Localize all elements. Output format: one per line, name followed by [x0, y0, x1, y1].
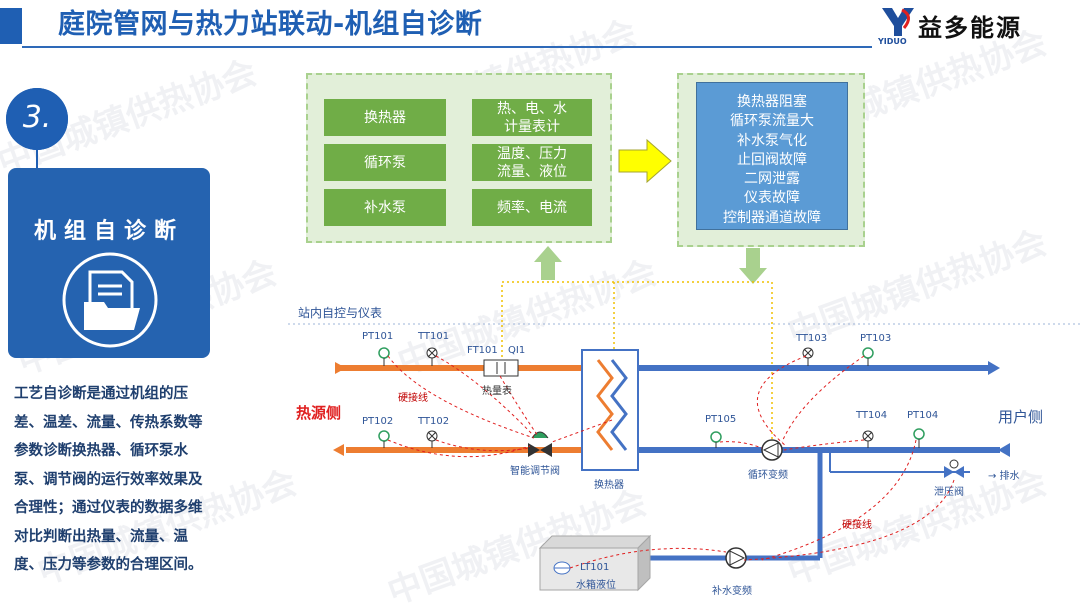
- circ-pump-label: 循环变频: [748, 470, 788, 481]
- drain-label: → 排水: [988, 471, 1020, 482]
- page-title: 庭院管网与热力站联动-机组自诊断: [58, 9, 483, 40]
- company-name: 益多能源: [918, 14, 1022, 42]
- device-heat-exchanger: 换热器: [324, 99, 446, 136]
- title-underline: [22, 46, 872, 48]
- label-tt103: TT103: [796, 333, 828, 344]
- fault-list: 换热器阻塞 循环泵流量大 补水泵气化 止回阀故障 二网泄露 仪表故障 控制器通道…: [696, 82, 848, 230]
- heat-exchanger-label: 换热器: [594, 480, 624, 491]
- hardwire-label: 硬接线: [842, 520, 872, 531]
- fault-item: 二网泄露: [744, 171, 800, 188]
- label-tt101: TT101: [418, 331, 450, 342]
- fault-item: 循环泵流量大: [730, 113, 814, 130]
- fault-item: 止回阀故障: [737, 151, 807, 168]
- measure-meters: 热、电、水 计量表计: [472, 99, 592, 136]
- section-title: 机组自诊断: [33, 219, 184, 244]
- title-accent-bar: [0, 8, 22, 44]
- heat-source-label: 热源侧: [296, 404, 342, 422]
- relief-valve-label: 泄压阀: [934, 487, 964, 498]
- makeup-pump-label: 补水变频: [712, 586, 752, 597]
- measure-frequency-current: 频率、电流: [472, 189, 592, 226]
- company-logo-icon: [882, 8, 914, 36]
- section-label: 站内自控与仪表: [298, 306, 383, 320]
- logo-subtext: YIDUO: [878, 37, 907, 46]
- label-pt103: PT103: [860, 333, 892, 344]
- label-pt101: PT101: [362, 331, 394, 342]
- fault-item: 补水泵气化: [737, 132, 807, 149]
- label-pt104: PT104: [907, 410, 939, 421]
- label-pt102: PT102: [362, 416, 394, 427]
- fault-item: 控制器通道故障: [723, 209, 821, 226]
- document-folder-icon: [62, 252, 158, 348]
- label-qi1: QI1: [508, 345, 526, 356]
- hardwire-label: 硬接线: [398, 393, 428, 404]
- device-circulation-pump: 循环泵: [324, 144, 446, 181]
- measure-temp-pressure: 温度、压力 流量、液位: [472, 144, 592, 181]
- fault-item: 换热器阻塞: [737, 94, 807, 110]
- label-ft101: FT101: [467, 345, 498, 356]
- down-arrow-icon: [739, 248, 767, 284]
- heat-meter-label: 热量表: [482, 386, 512, 397]
- section-description: 工艺自诊断是通过机组的压差、温差、流量、传热系数等参数诊断换热器、循环泵水泵、调…: [14, 386, 203, 573]
- label-lt101: LT101: [580, 562, 610, 573]
- section-number: 3.: [6, 88, 68, 150]
- connector-line: [36, 150, 38, 168]
- label-pt105: PT105: [705, 414, 737, 425]
- up-arrow-icon: [534, 246, 562, 280]
- tank-level-label: 水箱液位: [576, 580, 616, 591]
- label-tt102: TT102: [418, 416, 450, 427]
- device-makeup-pump: 补水泵: [324, 189, 446, 226]
- user-side-label: 用户侧: [998, 408, 1044, 426]
- fault-item: 仪表故障: [744, 190, 800, 207]
- right-arrow-icon: [618, 138, 672, 184]
- control-valve-label: 智能调节阀: [510, 466, 560, 477]
- label-tt104: TT104: [856, 410, 888, 421]
